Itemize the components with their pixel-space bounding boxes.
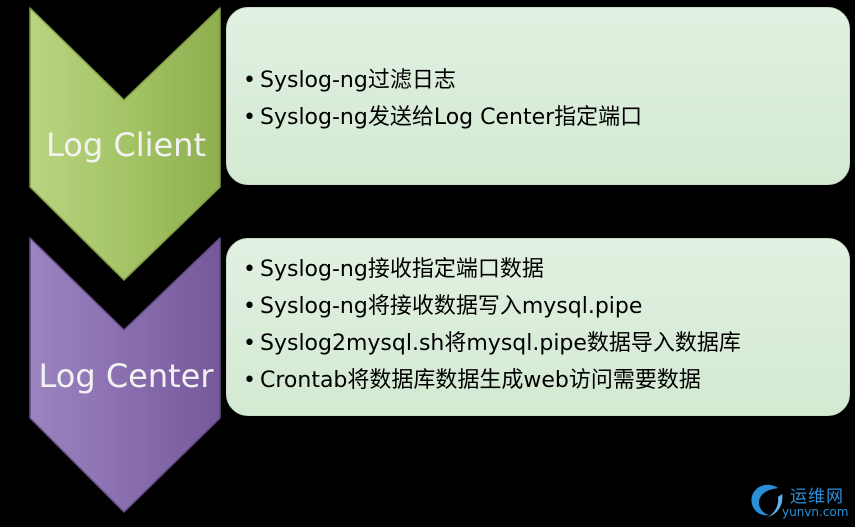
bullet-text: Syslog-ng将接收数据写入mysql.pipe bbox=[260, 294, 643, 319]
watermark-url: yunvn.com bbox=[782, 505, 849, 519]
chevron-log-client: Log Client bbox=[29, 7, 221, 281]
panel-log-center: •Syslog-ng接收指定端口数据 •Syslog-ng将接收数据写入mysq… bbox=[226, 238, 850, 416]
bullet-dot-icon: • bbox=[243, 257, 256, 282]
bullet-item: •Syslog-ng将接收数据写入mysql.pipe bbox=[243, 288, 741, 325]
bullet-item: •Crontab将数据库数据生成web访问需要数据 bbox=[243, 362, 741, 399]
bullet-dot-icon: • bbox=[243, 68, 256, 93]
bullet-list-log-client: •Syslog-ng过滤日志 •Syslog-ng发送给Log Center指定… bbox=[243, 62, 642, 136]
bullet-dot-icon: • bbox=[243, 105, 256, 130]
bullet-item: •Syslog2mysql.sh将mysql.pipe数据导入数据库 bbox=[243, 325, 741, 362]
watermark: 运维网 yunvn.com bbox=[748, 478, 852, 524]
bullet-dot-icon: • bbox=[243, 331, 256, 356]
stage-label-log-client: Log Client bbox=[46, 126, 206, 164]
stage-label-log-center: Log Center bbox=[38, 357, 214, 395]
panel-log-client: •Syslog-ng过滤日志 •Syslog-ng发送给Log Center指定… bbox=[226, 7, 850, 185]
bullet-dot-icon: • bbox=[243, 368, 256, 393]
bullet-item: •Syslog-ng过滤日志 bbox=[243, 62, 642, 99]
chevron-log-center: Log Center bbox=[29, 237, 221, 513]
bullet-text: Syslog-ng接收指定端口数据 bbox=[260, 257, 544, 282]
bullet-text: Syslog2mysql.sh将mysql.pipe数据导入数据库 bbox=[260, 331, 741, 356]
bullet-item: •Syslog-ng接收指定端口数据 bbox=[243, 251, 741, 288]
bullet-text: Syslog-ng过滤日志 bbox=[260, 68, 456, 93]
bullet-dot-icon: • bbox=[243, 294, 256, 319]
bullet-item: •Syslog-ng发送给Log Center指定端口 bbox=[243, 99, 642, 136]
swirl-logo-icon bbox=[751, 484, 783, 517]
bullet-text: Crontab将数据库数据生成web访问需要数据 bbox=[260, 368, 701, 393]
bullet-text: Syslog-ng发送给Log Center指定端口 bbox=[260, 105, 643, 130]
bullet-list-log-center: •Syslog-ng接收指定端口数据 •Syslog-ng将接收数据写入mysq… bbox=[243, 251, 741, 399]
watermark-name: 运维网 bbox=[790, 487, 844, 507]
